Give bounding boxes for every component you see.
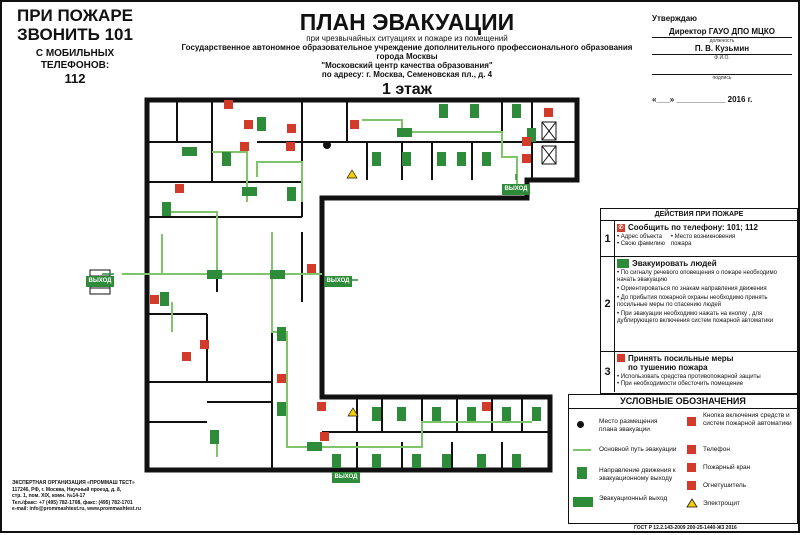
alarm-button-icon bbox=[687, 417, 696, 426]
step-2-number: 2 bbox=[601, 257, 615, 351]
contractor-web: e-mail: info@prommashtest.ru, www.promma… bbox=[12, 506, 141, 512]
signature-caption: подпись bbox=[712, 75, 732, 81]
legend-direction: Направление движения к эвакуационному вы… bbox=[599, 467, 676, 482]
floor-label: 1 этаж bbox=[381, 81, 433, 98]
standard-reference: ГОСТ Р 12.2.143-2009 200-25-1440-Ж3 2016 bbox=[634, 525, 737, 531]
fire-equipment-marks bbox=[150, 100, 553, 441]
approval-label: Утверждаю bbox=[652, 14, 697, 23]
action-step-1: 1 ✆Сообщить по телефону: 101; 112 • Адре… bbox=[601, 221, 797, 257]
you-are-here-marker bbox=[323, 141, 331, 149]
plan-subtitle: при чрезвычайных ситуациях и пожаре из п… bbox=[306, 34, 508, 43]
legend-heading: УСЛОВНЫЕ ОБОЗНАЧЕНИЯ bbox=[569, 395, 797, 409]
fire-actions-panel: ДЕЙСТВИЯ ПРИ ПОЖАРЕ 1 ✆Сообщить по телеф… bbox=[600, 208, 798, 394]
name-caption: Ф.И.О. bbox=[714, 55, 730, 61]
fire-call-line1: ПРИ ПОЖАРЕ bbox=[16, 6, 134, 25]
extinguisher-legend-icon bbox=[687, 481, 696, 490]
step-1-item-a: Адрес объекта bbox=[620, 234, 662, 240]
evacuate-icon bbox=[617, 259, 629, 269]
institution-address: по адресу: г. Москва, Семеновская пл., д… bbox=[321, 70, 493, 79]
action-step-3: 3 Принять посильные меры по тушению пожа… bbox=[601, 352, 797, 392]
extinguisher-icon bbox=[617, 354, 625, 362]
legend-panel: УСЛОВНЫЕ ОБОЗНАЧЕНИЯ Место размещения пл… bbox=[568, 394, 798, 524]
step-2-title: Эвакуировать людей bbox=[632, 259, 717, 268]
step-2-item-a: По сигналу речевого оповещения о пожаре … bbox=[617, 270, 777, 284]
plan-title: ПЛАН ЭВАКУАЦИИ bbox=[299, 9, 515, 35]
step-1-number: 1 bbox=[601, 221, 615, 256]
contractor-name: ЭКСПЕРТНАЯ ОРГАНИЗАЦИЯ «ПРОММАШ ТЕСТ» bbox=[12, 480, 135, 486]
action-step-2: 2 Эвакуировать людей • По сигналу речево… bbox=[601, 257, 797, 352]
step-2-item-d: При эвакуации необходимо нажать на кнопк… bbox=[617, 311, 774, 325]
legend-location: Место размещения плана эвакуации bbox=[599, 418, 658, 433]
plan-header: ПЛАН ЭВАКУАЦИИ при чрезвычайных ситуация… bbox=[172, 10, 642, 99]
phone-icon: ✆ bbox=[617, 223, 625, 232]
approval-name: П. В. Кузьмин bbox=[652, 44, 792, 55]
position-caption: должность bbox=[709, 38, 735, 44]
step-1-title: Сообщить по телефону: 101; 112 bbox=[628, 223, 758, 232]
legend-hydrant: Пожарный кран bbox=[703, 464, 751, 471]
fire-actions-heading: ДЕЙСТВИЯ ПРИ ПОЖАРЕ bbox=[601, 209, 797, 221]
legend-route: Основной путь эвакуации bbox=[599, 446, 677, 453]
step-3-item-b: При необходимости обесточить помещение bbox=[620, 381, 744, 387]
direction-arrow-icon bbox=[577, 467, 587, 479]
legend-extinguisher: Огнетушитель bbox=[703, 482, 747, 489]
step-3-item-a: Использовать средства противопожарной за… bbox=[620, 374, 761, 380]
exit-sign-east: ВЫХОД bbox=[502, 184, 530, 195]
exit-sign-west: ВЫХОД bbox=[86, 276, 114, 287]
mobile-call-number: 112 bbox=[64, 71, 86, 86]
location-marker-icon bbox=[577, 421, 584, 428]
legend-phone: Телефон bbox=[703, 446, 730, 453]
emergency-call-block: ПРИ ПОЖАРЕ ЗВОНИТЬ 101 С МОБИЛЬНЫХ ТЕЛЕФ… bbox=[10, 6, 140, 86]
signature-line bbox=[652, 67, 792, 75]
approval-position: Директор ГАУО ДПО МЦКО bbox=[652, 27, 792, 38]
route-line-icon bbox=[573, 449, 591, 451]
exit-sign-icon bbox=[573, 497, 593, 507]
legend-exit: Эвакуационный выход bbox=[599, 495, 668, 502]
step-3-number: 3 bbox=[601, 352, 615, 392]
electric-hazard-icon bbox=[686, 498, 698, 508]
hydrant-icon bbox=[687, 463, 696, 472]
contractor-address-1: 117246, РФ, г. Москва, Научный проезд, д… bbox=[12, 486, 122, 493]
interior-walls bbox=[147, 100, 577, 470]
step-2-item-b: Ориентироваться по знакам направления дв… bbox=[620, 286, 767, 293]
building-walls bbox=[144, 97, 580, 473]
step-2-item-c: До прибытия пожарной охраны необходимо п… bbox=[617, 295, 768, 309]
approval-date: «___» ___________ 2016 г. bbox=[652, 95, 753, 104]
step-1-item-b: Свою фамилию bbox=[620, 241, 665, 247]
contractor-phone: Тел./факс: +7 (495) 782-1708, факс: (495… bbox=[12, 499, 133, 506]
institution-short-name: "Московский центр качества образования" bbox=[321, 61, 493, 70]
evacuation-routes bbox=[122, 119, 532, 457]
legend-electric: Электрощит bbox=[703, 500, 740, 507]
exit-sign-south: ВЫХОД bbox=[332, 472, 360, 483]
legend-button: Кнопка включения средств и систем пожарн… bbox=[703, 412, 792, 427]
exit-sign-center: ВЫХОД bbox=[324, 276, 352, 287]
warning-signs bbox=[346, 169, 359, 417]
phone-legend-icon bbox=[687, 445, 696, 454]
contractor-info: ЭКСПЕРТНАЯ ОРГАНИЗАЦИЯ «ПРОММАШ ТЕСТ» 11… bbox=[12, 480, 172, 513]
step-1-item-c: Место возникновения пожара bbox=[670, 234, 736, 247]
exit-signs bbox=[86, 184, 530, 483]
step-3-title: Принять посильные меры по тушению пожара bbox=[628, 354, 734, 372]
mobile-call-caption: С МОБИЛЬНЫХ ТЕЛЕФОНОВ: bbox=[35, 48, 115, 71]
fire-call-line2: ЗВОНИТЬ 101 bbox=[17, 25, 133, 44]
direction-signs bbox=[160, 104, 541, 468]
contractor-address-2: стр. 1, пом. XIX, комн. №14-17 bbox=[12, 493, 86, 499]
approval-block: Утверждаю Директор ГАУО ДПО МЦКО должнос… bbox=[652, 14, 792, 104]
institution-name: Государственное автономное образовательн… bbox=[181, 43, 633, 61]
